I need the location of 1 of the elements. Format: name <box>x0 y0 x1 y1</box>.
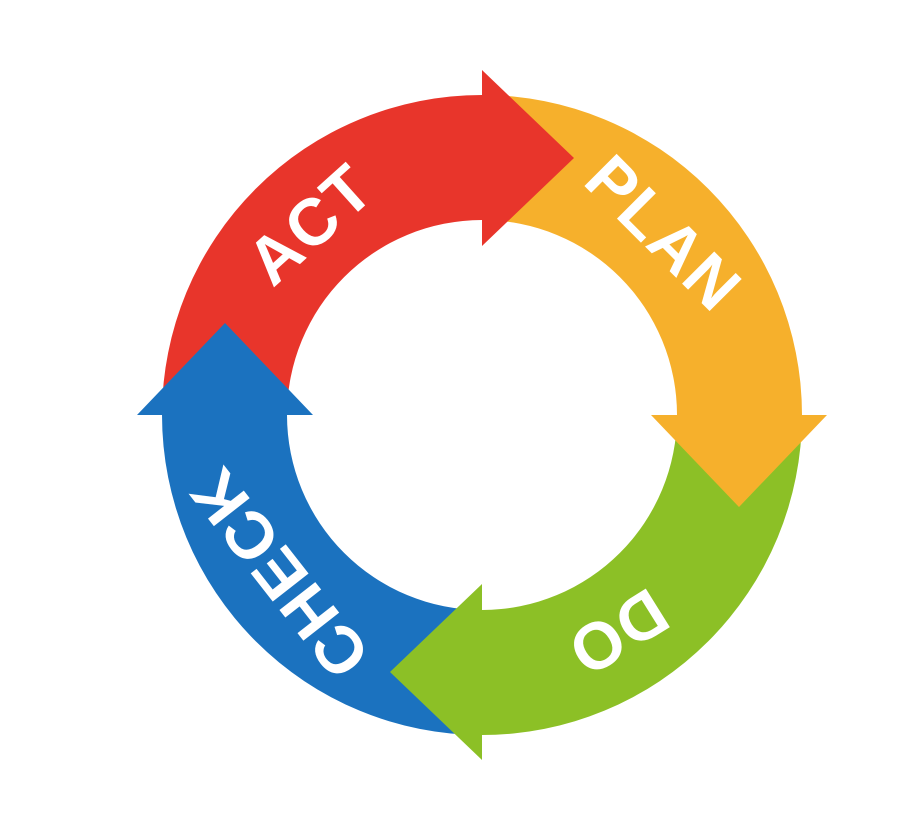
stage-label: DO <box>557 578 680 688</box>
